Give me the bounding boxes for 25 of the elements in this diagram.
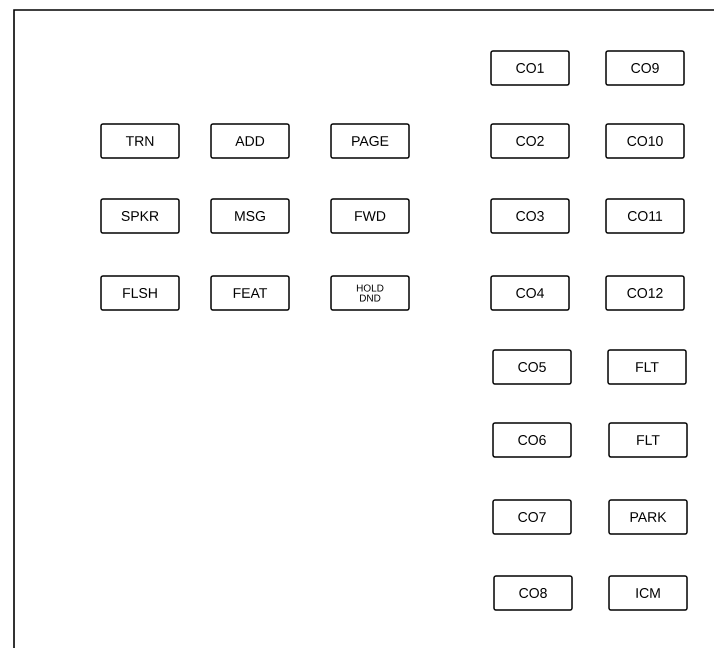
key-button: CO8 [493,575,573,611]
key-button: CO5 [492,349,572,385]
key-button: MSG [210,198,290,234]
key-button: ICM [608,575,688,611]
key-button: TRN [100,123,180,159]
key-button: CO4 [490,275,570,311]
key-button: CO11 [605,198,685,234]
key-button: CO9 [605,50,685,86]
key-button: CO6 [492,422,572,458]
key-button: CO1 [490,50,570,86]
key-button: CO7 [492,499,572,535]
key-button: FLSH [100,275,180,311]
key-button: SPKR [100,198,180,234]
key-button: FEAT [210,275,290,311]
key-button: ADD [210,123,290,159]
key-button: CO12 [605,275,685,311]
key-button: FLT [608,422,688,458]
key-button: CO2 [490,123,570,159]
key-button: FLT [607,349,687,385]
key-button: CO3 [490,198,570,234]
key-button: FWD [330,198,410,234]
key-button: CO10 [605,123,685,159]
key-button: PAGE [330,123,410,159]
key-button: PARK [608,499,688,535]
key-button: HOLD DND [330,275,410,311]
